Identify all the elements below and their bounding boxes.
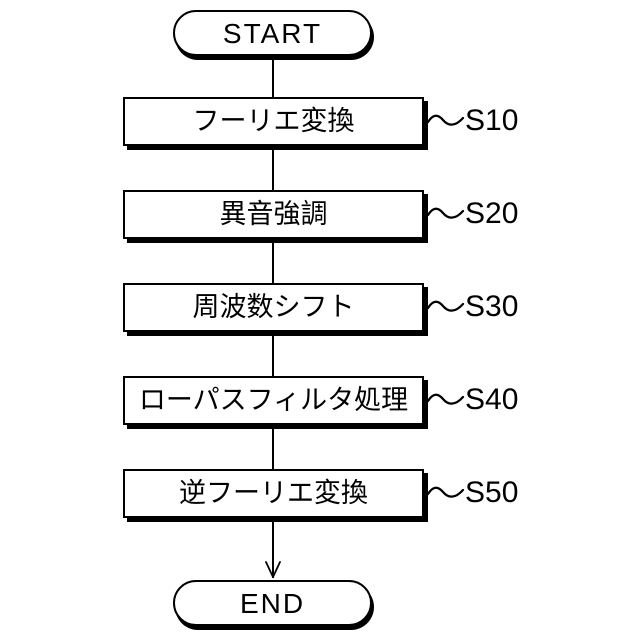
tilde-connector-icon	[427, 486, 465, 498]
connector-line	[272, 54, 274, 97]
step-id-label: S20	[465, 197, 519, 230]
step-id-label: S50	[465, 476, 519, 509]
connector-line	[272, 332, 274, 376]
connector-line	[272, 146, 274, 190]
start-terminal-label: START	[222, 17, 323, 49]
process-box-label: フーリエ変換	[192, 106, 355, 136]
process-box-lowpass-filter: ローパスフィルタ処理	[123, 376, 424, 425]
process-box-inverse-fourier-transform: 逆フーリエ変換	[123, 469, 424, 518]
connector-line	[272, 518, 274, 578]
process-box-abnormal-sound-emphasis: 異音強調	[123, 190, 424, 239]
tilde-connector-icon	[427, 300, 465, 312]
arrow-down-icon	[265, 561, 281, 578]
step-id-label: S10	[465, 104, 519, 137]
process-box-label: 逆フーリエ変換	[179, 478, 368, 508]
step-id-label: S30	[465, 290, 519, 323]
end-terminal: END	[173, 580, 372, 626]
process-box-label: 異音強調	[219, 199, 328, 229]
process-box-fourier-transform: フーリエ変換	[123, 97, 424, 146]
end-terminal-label: END	[239, 587, 306, 619]
tilde-connector-icon	[427, 207, 465, 219]
process-box-frequency-shift: 周波数シフト	[123, 283, 424, 332]
connector-line	[272, 425, 274, 469]
connector-line	[272, 239, 274, 283]
start-terminal: START	[173, 10, 372, 56]
process-box-label: ローパスフィルタ処理	[138, 385, 409, 415]
process-box-label: 周波数シフト	[192, 292, 355, 322]
tilde-connector-icon	[427, 393, 465, 405]
step-id-label: S40	[465, 383, 519, 416]
tilde-connector-icon	[427, 114, 465, 126]
